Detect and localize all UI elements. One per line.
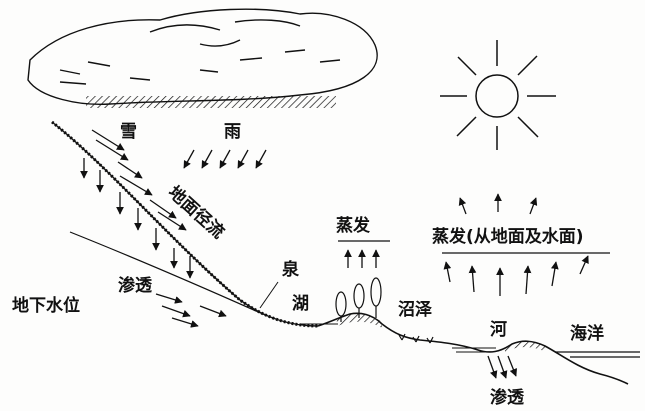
label-snow: 雪 — [120, 122, 137, 142]
label-infiltration-bottom: 渗透 — [490, 388, 524, 408]
snow-arrows — [91, 129, 187, 231]
label-spring: 泉 — [282, 260, 299, 280]
label-evaporation-small: 蒸发 — [336, 216, 370, 236]
label-river: 河 — [490, 320, 507, 340]
sun-icon — [440, 40, 556, 150]
evaporation-arrows-small — [344, 249, 380, 268]
groundwater-line — [69, 231, 266, 316]
hillside-surface — [51, 120, 319, 328]
label-ocean: 海洋 — [570, 324, 604, 344]
label-swamp: 沼泽 — [398, 300, 432, 320]
swamp-grass-icon — [398, 333, 434, 344]
label-evaporation-large: 蒸发(从地面及水面) — [432, 227, 584, 247]
evaporation-arrows-large — [443, 193, 589, 296]
infiltration-arrows — [80, 158, 194, 279]
label-infiltration-left: 渗透 — [118, 276, 152, 296]
rain-arrows — [183, 149, 267, 169]
groundwater-flow-arrows — [155, 293, 227, 328]
label-rain: 雨 — [224, 122, 241, 142]
label-lake: 湖 — [292, 294, 309, 314]
tree-icon — [335, 277, 382, 322]
cloud-base-hatch — [86, 96, 336, 108]
cloud — [27, 8, 378, 105]
label-groundwater-level: 地下水位 — [12, 296, 80, 316]
river-infiltration-arrows — [487, 355, 518, 379]
ocean-surface — [555, 351, 640, 358]
